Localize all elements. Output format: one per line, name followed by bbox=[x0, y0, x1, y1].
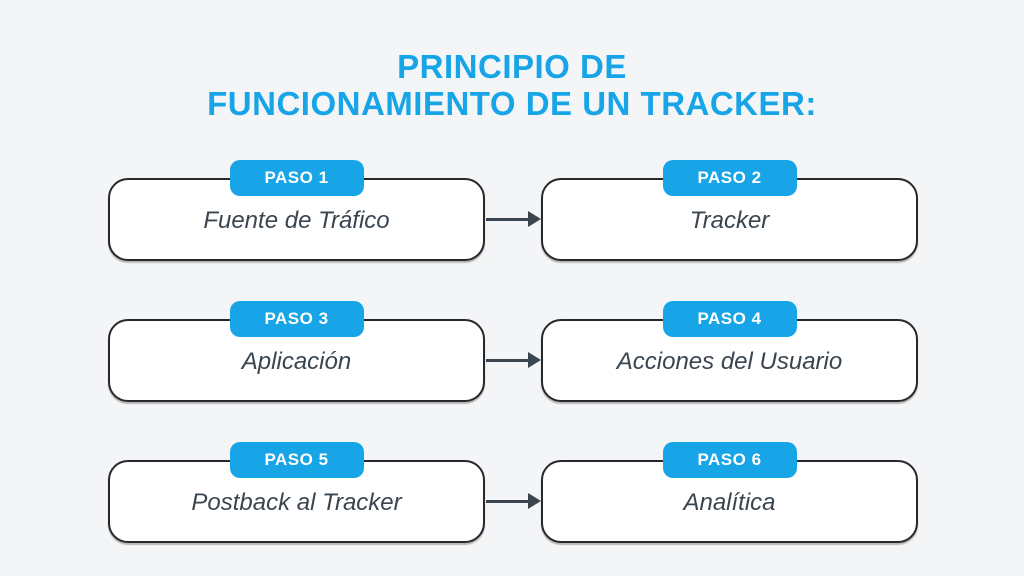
step-label-5: Postback al Tracker bbox=[191, 488, 402, 516]
arrow-head-icon bbox=[528, 211, 541, 227]
arrow-shaft bbox=[486, 499, 530, 503]
step-box-5: PASO 5 Postback al Tracker bbox=[108, 442, 485, 543]
page-title: PRINCIPIO DE FUNCIONAMIENTO DE UN TRACKE… bbox=[0, 48, 1024, 122]
arrow-shaft bbox=[486, 217, 530, 221]
step-label-3: Aplicación bbox=[241, 347, 352, 375]
step-label-2: Tracker bbox=[689, 206, 770, 234]
step-box-4: PASO 4 Acciones del Usuario bbox=[541, 301, 918, 402]
flow-arrow-2 bbox=[486, 352, 541, 368]
step-badge-1: PASO 1 bbox=[229, 160, 364, 196]
arrow-shaft bbox=[486, 358, 530, 362]
page-title-line-2: FUNCIONAMIENTO DE UN TRACKER: bbox=[207, 85, 817, 122]
step-box-2: PASO 2 Tracker bbox=[541, 160, 918, 261]
step-label-6: Analítica bbox=[683, 488, 776, 516]
step-badge-5: PASO 5 bbox=[229, 442, 364, 478]
page-title-line-1: PRINCIPIO DE bbox=[397, 48, 627, 85]
step-badge-4: PASO 4 bbox=[662, 301, 797, 337]
step-label-4: Acciones del Usuario bbox=[616, 347, 843, 375]
flow-arrow-3 bbox=[486, 493, 541, 509]
step-box-6: PASO 6 Analítica bbox=[541, 442, 918, 543]
arrow-head-icon bbox=[528, 493, 541, 509]
step-box-1: PASO 1 Fuente de Tráfico bbox=[108, 160, 485, 261]
flow-arrow-1 bbox=[486, 211, 541, 227]
step-label-1: Fuente de Tráfico bbox=[203, 206, 390, 234]
step-badge-3: PASO 3 bbox=[229, 301, 364, 337]
step-badge-2: PASO 2 bbox=[662, 160, 797, 196]
step-box-3: PASO 3 Aplicación bbox=[108, 301, 485, 402]
arrow-head-icon bbox=[528, 352, 541, 368]
step-badge-6: PASO 6 bbox=[662, 442, 797, 478]
